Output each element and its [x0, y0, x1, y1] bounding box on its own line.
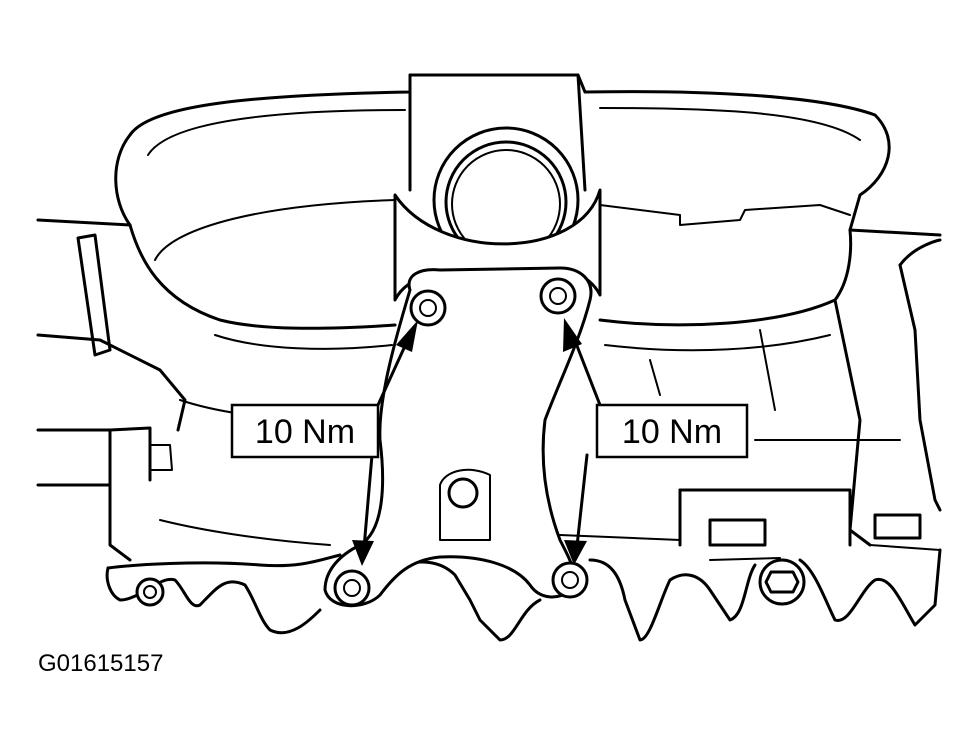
- torque-callout-right-text: 10 Nm: [622, 413, 722, 451]
- arrowhead-upper-left: [396, 320, 418, 352]
- arrowhead-lower-right: [564, 540, 587, 565]
- leader-arrows: [352, 318, 602, 566]
- bracket-bolt-lower-right: [551, 561, 589, 599]
- torque-callout-right: 10 Nm: [595, 403, 749, 459]
- torque-callout-left-text: 10 Nm: [255, 413, 355, 451]
- arrowhead-upper-right: [563, 318, 582, 352]
- arrowhead-lower-left: [352, 540, 374, 566]
- bracket-bolt-lower-left: [333, 569, 371, 607]
- bracket-bolt-upper-right: [539, 277, 577, 315]
- mounting-bracket: [323, 188, 602, 608]
- lower-manifold-edge: [105, 544, 942, 642]
- figure-id: G01615157: [38, 650, 164, 677]
- engine-background-outline: [36, 73, 942, 562]
- bracket-bolt-upper-left: [409, 289, 447, 327]
- torque-callout-left: 10 Nm: [230, 403, 380, 459]
